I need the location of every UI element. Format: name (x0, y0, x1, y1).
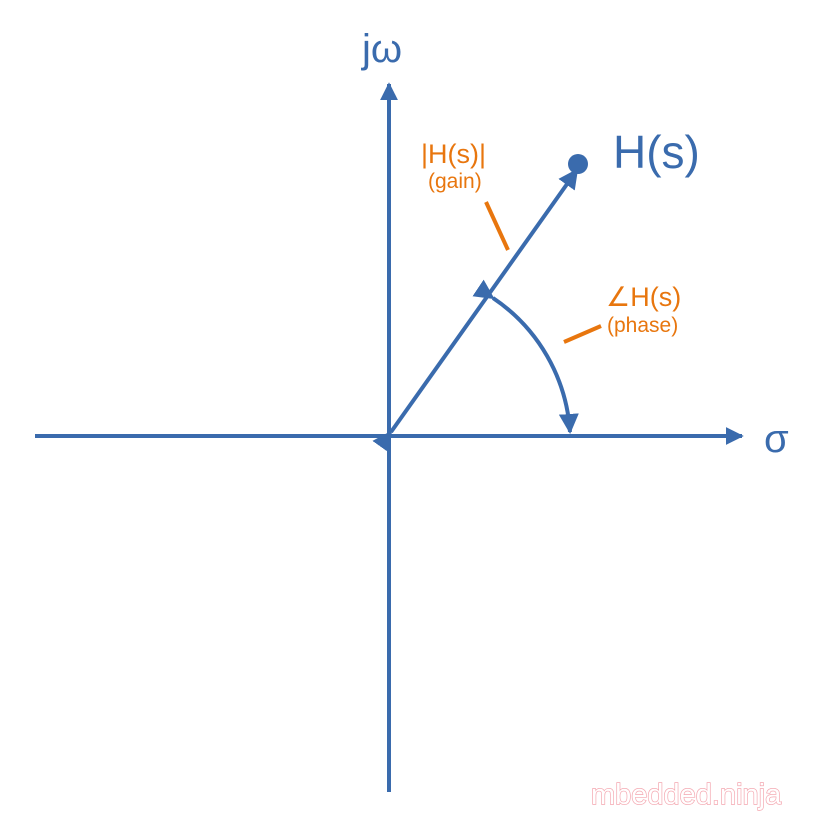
gain-sublabel: (gain) (428, 170, 482, 193)
phase-sublabel: (phase) (607, 314, 678, 337)
imaginary-axis-label: jω (361, 27, 402, 71)
gain-leader-line (484, 201, 510, 251)
phase-leader-line (563, 324, 602, 344)
phase-label: ∠H(s) (606, 282, 681, 312)
transfer-function-point (568, 154, 588, 174)
gain-label: |H(s)| (421, 139, 486, 169)
point-label: H(s) (613, 126, 700, 178)
real-axis-label: σ (764, 417, 789, 461)
phase-angle-arc (472, 279, 579, 434)
watermark: mbedded.ninja (591, 779, 782, 811)
transfer-function-vector (372, 168, 579, 453)
